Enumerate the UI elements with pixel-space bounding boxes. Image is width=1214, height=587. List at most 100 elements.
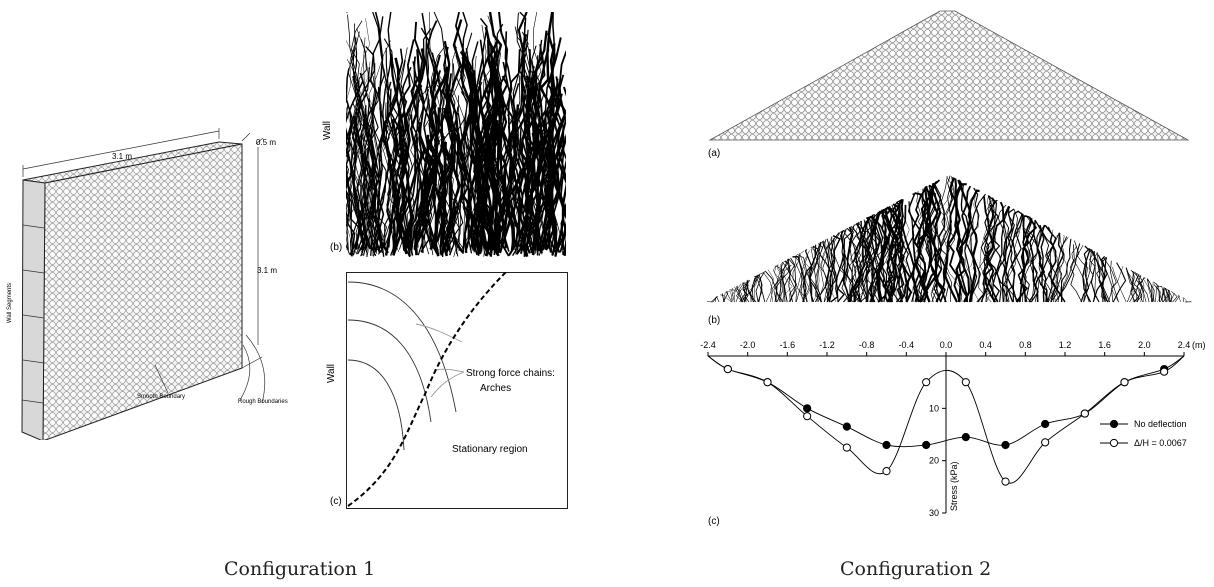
pile-force-chain bbox=[1059, 234, 1065, 303]
force-chain-line bbox=[436, 55, 462, 251]
pile-force-chain bbox=[810, 247, 823, 303]
pile-force-chain bbox=[848, 226, 860, 303]
force-chain-panel bbox=[346, 12, 566, 257]
force-chain-line bbox=[507, 104, 519, 250]
pile-force-chain bbox=[980, 197, 998, 303]
arch-3 bbox=[347, 359, 405, 451]
pile-force-chain bbox=[911, 185, 928, 303]
pile-force-chain bbox=[919, 185, 936, 303]
pile-force-chain bbox=[1098, 254, 1113, 303]
force-chain-line bbox=[559, 158, 566, 250]
force-chain-line bbox=[464, 53, 491, 253]
force-chain-line bbox=[434, 75, 447, 254]
pile-force-chain bbox=[1177, 294, 1181, 303]
pile-force-chain bbox=[793, 255, 805, 303]
pile-force-chain bbox=[1183, 297, 1188, 303]
pile-force-chain bbox=[876, 206, 894, 303]
box-depth-label: 0.5 m bbox=[256, 138, 277, 147]
x-tick-label: -1.2 bbox=[819, 340, 835, 350]
force-panel-wall-label: Wall bbox=[322, 120, 334, 141]
force-chain-line bbox=[461, 56, 482, 251]
arch-1 bbox=[347, 281, 457, 413]
x-axis-label: (m) bbox=[1192, 340, 1206, 350]
chains-label-line2: Arches bbox=[480, 383, 512, 394]
force-chain-line bbox=[477, 52, 501, 254]
series-2-point bbox=[723, 364, 732, 374]
pile-force-chain bbox=[1156, 287, 1165, 303]
x-tick-label: 1.6 bbox=[1098, 340, 1111, 350]
pile-force-chain bbox=[744, 274, 760, 303]
pile-force-chain bbox=[963, 193, 986, 303]
pile-force-chain bbox=[797, 254, 821, 303]
pile-force-chain bbox=[1041, 225, 1059, 303]
force-chain-line bbox=[420, 99, 432, 253]
pile-force-chain bbox=[1005, 208, 1016, 303]
pile-force-chain bbox=[1053, 236, 1068, 303]
pile-force-chain bbox=[1102, 256, 1117, 303]
pile-force-chain bbox=[825, 239, 837, 303]
force-chain-line bbox=[518, 31, 544, 251]
series-2-point bbox=[842, 443, 851, 452]
force-chain-line bbox=[373, 68, 399, 251]
pile-force-chain bbox=[1001, 210, 1019, 303]
pile-force-chain bbox=[1061, 240, 1080, 302]
x-tick-label: 1.2 bbox=[1059, 340, 1072, 350]
pile-force-chain bbox=[1174, 295, 1181, 303]
series-2-point bbox=[763, 378, 772, 387]
pile-force-chain bbox=[775, 265, 782, 303]
force-chain-line bbox=[430, 54, 442, 252]
pile-force-chain bbox=[888, 201, 904, 303]
pile-force-chain bbox=[774, 265, 782, 303]
dimension-lines bbox=[22, 128, 266, 404]
force-chain-line bbox=[346, 80, 364, 257]
series-1-point bbox=[842, 422, 851, 431]
series-line-2 bbox=[707, 355, 1185, 484]
pile-force-chain bbox=[1080, 247, 1090, 303]
x-tick-label: -0.4 bbox=[899, 340, 915, 350]
pile-force-chain bbox=[893, 203, 921, 303]
pile-force-chain bbox=[1170, 292, 1175, 303]
pile-force-chain bbox=[1165, 288, 1170, 303]
pile-force-chain bbox=[870, 209, 884, 303]
force-chain-line bbox=[410, 21, 428, 251]
force-chain-line bbox=[360, 45, 378, 256]
granular-pile bbox=[708, 10, 1190, 141]
legend-label: No deflection bbox=[1134, 419, 1187, 429]
pile-force-chain bbox=[1029, 220, 1039, 303]
pile-force-chain bbox=[970, 187, 980, 303]
pile-force-chain bbox=[960, 184, 981, 303]
pile-force-chain bbox=[1137, 275, 1142, 303]
pile-force-chain bbox=[780, 259, 789, 303]
force-chain-line bbox=[347, 14, 367, 255]
pile-force-chain bbox=[1112, 267, 1127, 303]
pile-force-chain bbox=[819, 241, 830, 303]
box-width-label: 3.1 m bbox=[112, 152, 133, 161]
pile-force-chain bbox=[868, 214, 892, 303]
legend-marker bbox=[1109, 438, 1119, 448]
x-tick-label: -2.0 bbox=[740, 340, 756, 350]
force-chain-line bbox=[346, 12, 374, 256]
pile-force-chain bbox=[1025, 214, 1035, 303]
force-panel-label: (b) bbox=[330, 242, 343, 253]
pile-force-chain bbox=[1153, 281, 1160, 303]
pile-force-chain bbox=[813, 243, 824, 303]
pile-force-chain bbox=[955, 179, 972, 303]
force-chain-line bbox=[443, 46, 460, 248]
pile-force-chain bbox=[1125, 267, 1140, 303]
pile-force-chain bbox=[1003, 206, 1032, 303]
x-tick-label: -1.6 bbox=[780, 340, 796, 350]
series-2-point bbox=[803, 412, 812, 421]
force-chain-line bbox=[511, 75, 521, 255]
force-chain-line bbox=[346, 130, 356, 254]
arch-extension-2 bbox=[430, 371, 465, 398]
pile-force-chain bbox=[1050, 229, 1061, 303]
series-1-point bbox=[1001, 440, 1010, 450]
force-chain-line bbox=[484, 26, 497, 250]
legend-label: Δ/H = 0.0067 bbox=[1134, 438, 1187, 448]
pile-force-chain bbox=[1092, 255, 1108, 303]
series-2-point bbox=[882, 467, 891, 476]
pile-force-chain bbox=[719, 294, 732, 303]
stationary-region-label: Stationary region bbox=[452, 444, 528, 455]
pile-force-chain bbox=[931, 176, 948, 303]
